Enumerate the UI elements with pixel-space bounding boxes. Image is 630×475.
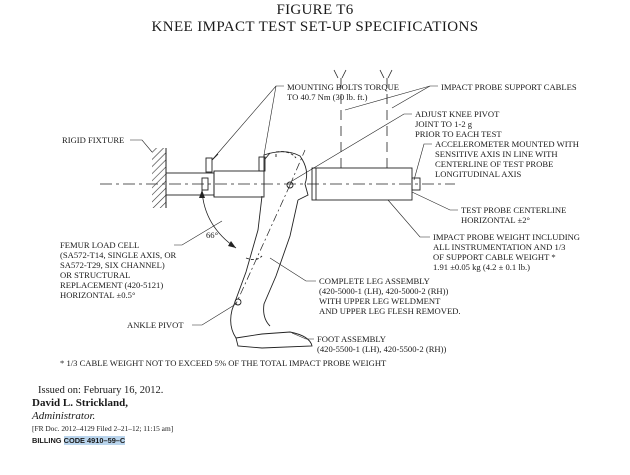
- document-footer: Issued on: February 16, 2012. David L. S…: [32, 384, 173, 447]
- femur-load-cell-label-3: SA572-T29, SIX CHANNEL): [60, 260, 165, 270]
- billing-code-highlight: CODE 4910–59–C: [63, 436, 126, 445]
- angle-label: 66°: [206, 230, 219, 240]
- foot-assembly-label-2: (420-5500-1 (LH), 420-5500-2 (RH)): [317, 344, 446, 354]
- probe-weight-label-1: IMPACT PROBE WEIGHT INCLUDING: [433, 232, 580, 242]
- adjust-pivot-label-1: ADJUST KNEE PIVOT: [415, 109, 500, 119]
- rigid-fixture-label: RIGID FIXTURE: [62, 135, 124, 145]
- mounting-bolts-label-2: TO 40.7 Nm (30 lb. ft.): [287, 92, 368, 102]
- complete-leg-label-3: WITH UPPER LEG WELDMENT: [319, 296, 441, 306]
- accelerometer-label-3: CENTERLINE OF TEST PROBE: [435, 159, 553, 169]
- issued-date: Issued on: February 16, 2012.: [38, 385, 164, 396]
- femur-load-cell-label-4: OR STRUCTURAL: [60, 270, 130, 280]
- leg-assembly: [230, 151, 313, 349]
- adjust-pivot-label-2: JOINT TO 1-2 g: [415, 119, 473, 129]
- leg-axis: [235, 184, 291, 305]
- femur-load-cell-label-6: HORIZONTAL ±0.5°: [60, 290, 136, 300]
- probe-cables-label: IMPACT PROBE SUPPORT CABLES: [441, 82, 577, 92]
- fr-doc-line: [FR Doc. 2012–4129 Filed 2–21–12; 11:15 …: [32, 424, 174, 433]
- accelerometer-label-1: ACCELEROMETER MOUNTED WITH: [435, 139, 579, 149]
- figure-subtitle: KNEE IMPACT TEST SET-UP SPECIFICATIONS: [151, 19, 479, 35]
- femur-load-cell-label-5: REPLACEMENT (420-5121): [60, 280, 163, 290]
- femur-load-cell: [165, 152, 271, 198]
- billing-prefix: BILLING: [32, 436, 64, 445]
- adjust-pivot-label-3: PRIOR TO EACH TEST: [415, 129, 502, 139]
- ankle-pivot-label: ANKLE PIVOT: [127, 320, 184, 330]
- complete-leg-label-1: COMPLETE LEG ASSEMBLY: [319, 276, 430, 286]
- probe-centerline-label-2: HORIZONTAL ±2°: [461, 215, 531, 225]
- foot-assembly-label-1: FOOT ASSEMBLY: [317, 334, 386, 344]
- impact-probe: [311, 167, 421, 201]
- femur-load-cell-label-2: (SA572-T14, SINGLE AXIS, OR: [60, 250, 177, 260]
- figure-title: FIGURE T6: [276, 2, 354, 18]
- signer-name: David L. Strickland,: [32, 397, 128, 409]
- complete-leg-label-2: (420-5000-1 (LH), 420-5000-2 (RH)): [319, 286, 448, 296]
- mounting-bolts-label-1: MOUNTING BOLTS TORQUE: [287, 82, 399, 92]
- knee-impact-diagram: MOUNTING BOLTS TORQUE TO 40.7 Nm (30 lb.…: [60, 69, 580, 368]
- accelerometer-label-2: SENSITIVE AXIS IN LINE WITH: [435, 149, 558, 159]
- probe-weight-label-4: 1.91 ±0.05 kg (4.2 ± 0.1 lb.): [433, 262, 530, 272]
- leader-lines: [130, 85, 458, 340]
- probe-weight-label-2: ALL INSTRUMENTATION AND 1/3: [433, 242, 565, 252]
- complete-leg-label-4: AND UPPER LEG FLESH REMOVED.: [319, 306, 461, 316]
- probe-weight-label-3: OF SUPPORT CABLE WEIGHT *: [433, 252, 556, 262]
- signer-role: Administrator.: [32, 410, 96, 422]
- rigid-fixture: [152, 148, 167, 208]
- probe-centerline-label-1: TEST PROBE CENTERLINE: [461, 205, 566, 215]
- footnote: * 1/3 CABLE WEIGHT NOT TO EXCEED 5% OF T…: [60, 358, 387, 368]
- billing-code-line: BILLING CODE 4910–59–C: [32, 435, 173, 447]
- accelerometer-label-4: LONGITUDINAL AXIS: [435, 169, 522, 179]
- femur-load-cell-label-1: FEMUR LOAD CELL: [60, 240, 139, 250]
